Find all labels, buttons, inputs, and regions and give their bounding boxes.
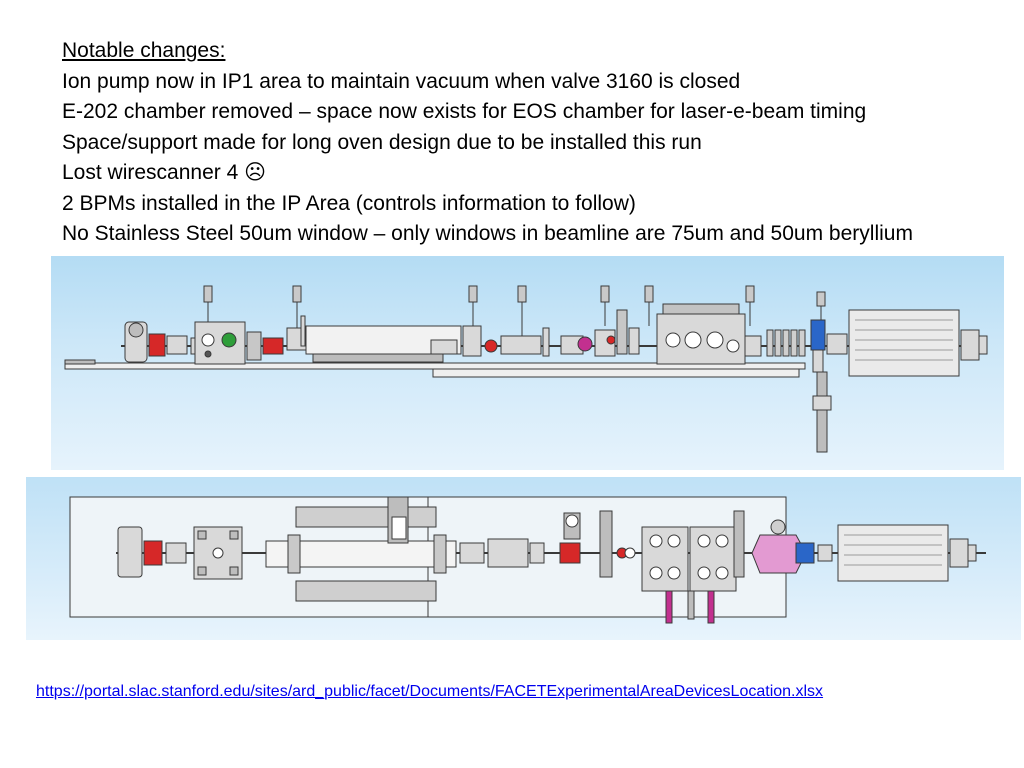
note-line-5: 2 BPMs installed in the IP Area (control… bbox=[62, 191, 636, 215]
notable-changes-list: Notable changes: Ion pump now in IP1 are… bbox=[62, 36, 913, 250]
note-line-3: Space/support made for long oven design … bbox=[62, 130, 702, 154]
notes-heading: Notable changes: bbox=[62, 39, 226, 62]
beamline-side-view-drawing bbox=[51, 256, 1004, 470]
beamline-top-view-drawing bbox=[26, 477, 1021, 640]
note-line-2: E-202 chamber removed – space now exists… bbox=[62, 100, 867, 123]
note-line-4: Lost wirescanner 4 ☹ bbox=[62, 161, 266, 184]
note-line-1: Ion pump now in IP1 area to maintain vac… bbox=[62, 69, 741, 93]
top-view-svg bbox=[69, 496, 986, 624]
note-line-6: No Stainless Steel 50um window – only wi… bbox=[62, 222, 913, 245]
side-view-svg bbox=[64, 285, 988, 453]
devices-location-link[interactable]: https://portal.slac.stanford.edu/sites/a… bbox=[36, 683, 824, 700]
